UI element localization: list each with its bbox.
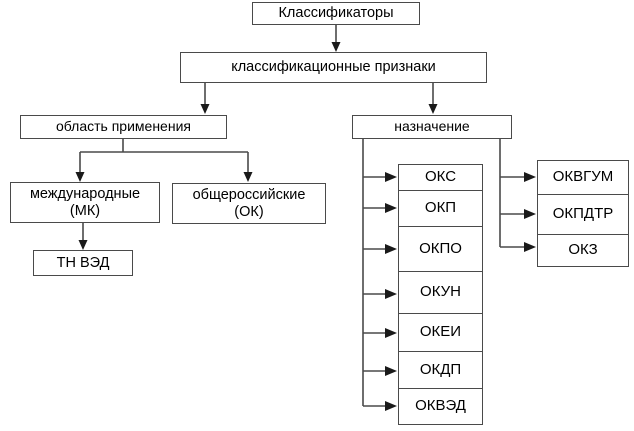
node-okpo[interactable]: ОКПО	[398, 226, 483, 272]
arrowhead-okdp	[385, 366, 397, 376]
arrowhead-okun	[385, 289, 397, 299]
node-okun[interactable]: ОКУН	[398, 271, 483, 314]
node-purpose[interactable]: назначение	[352, 115, 512, 139]
arrowhead-okpo	[385, 244, 397, 254]
arrowhead-level2-to-purpose	[428, 104, 438, 114]
node-okei[interactable]: ОКЕИ	[398, 313, 483, 352]
arrowhead-oks	[385, 172, 397, 182]
connector-application-area-split	[79, 138, 249, 173]
node-okpdtr[interactable]: ОКПДТР	[537, 194, 629, 235]
arrowhead-to-all-russian	[243, 172, 253, 182]
node-classifiers-root[interactable]: Классификаторы	[252, 2, 420, 25]
node-application-area[interactable]: область применения	[20, 115, 227, 139]
arrowhead-okved	[385, 401, 397, 411]
arrowhead-okvgum	[524, 172, 536, 182]
node-okved[interactable]: ОКВЭД	[398, 388, 483, 425]
node-okdp[interactable]: ОКДП	[398, 351, 483, 389]
arrowhead-okpdtr	[524, 209, 536, 219]
node-classification-features[interactable]: классификационные признаки	[180, 52, 487, 83]
arrowhead-root-to-level2	[331, 42, 341, 52]
arrowhead-okp	[385, 203, 397, 213]
arrowhead-to-international	[75, 172, 85, 182]
node-tn-ved[interactable]: ТН ВЭД	[33, 250, 133, 276]
node-oks[interactable]: ОКС	[398, 164, 483, 191]
node-all-russian-ok[interactable]: общероссийские (ОК)	[172, 183, 326, 224]
node-okvgum[interactable]: ОКВГУМ	[537, 160, 629, 195]
node-international-mk[interactable]: международные (МК)	[10, 182, 160, 223]
arrowhead-okz	[524, 242, 536, 252]
arrowhead-level2-to-application-area	[200, 104, 210, 114]
arrowhead-to-tnved	[78, 240, 88, 250]
arrowhead-okei	[385, 328, 397, 338]
node-okp[interactable]: ОКП	[398, 190, 483, 227]
node-okz[interactable]: ОКЗ	[537, 234, 629, 267]
